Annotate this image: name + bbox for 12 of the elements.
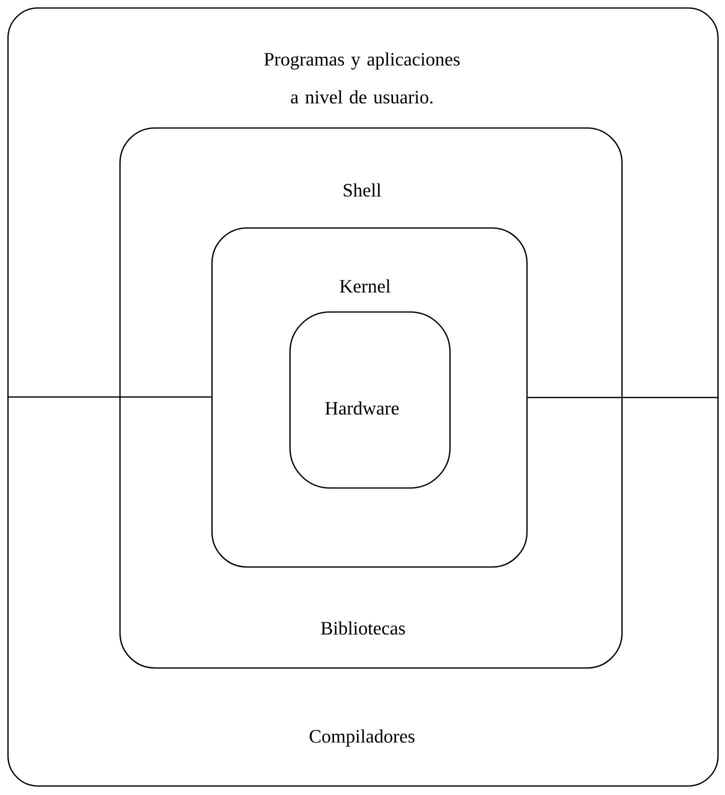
box-label: Hardware bbox=[325, 401, 399, 415]
rounded-box bbox=[211, 227, 528, 568]
box-label: Shell bbox=[344, 183, 382, 197]
box-label: Compiladores bbox=[310, 729, 414, 747]
box-label: Bibliotecas bbox=[320, 621, 405, 635]
box-label: Programas y aplicaciones a nivel de usuario. bbox=[264, 52, 460, 104]
rounded-box bbox=[7, 7, 719, 787]
connector-line bbox=[7, 396, 212, 398]
box-label: Kernel bbox=[340, 279, 390, 293]
rounded-box bbox=[119, 127, 623, 669]
rounded-box bbox=[289, 311, 451, 489]
connector-line bbox=[528, 396, 719, 398]
